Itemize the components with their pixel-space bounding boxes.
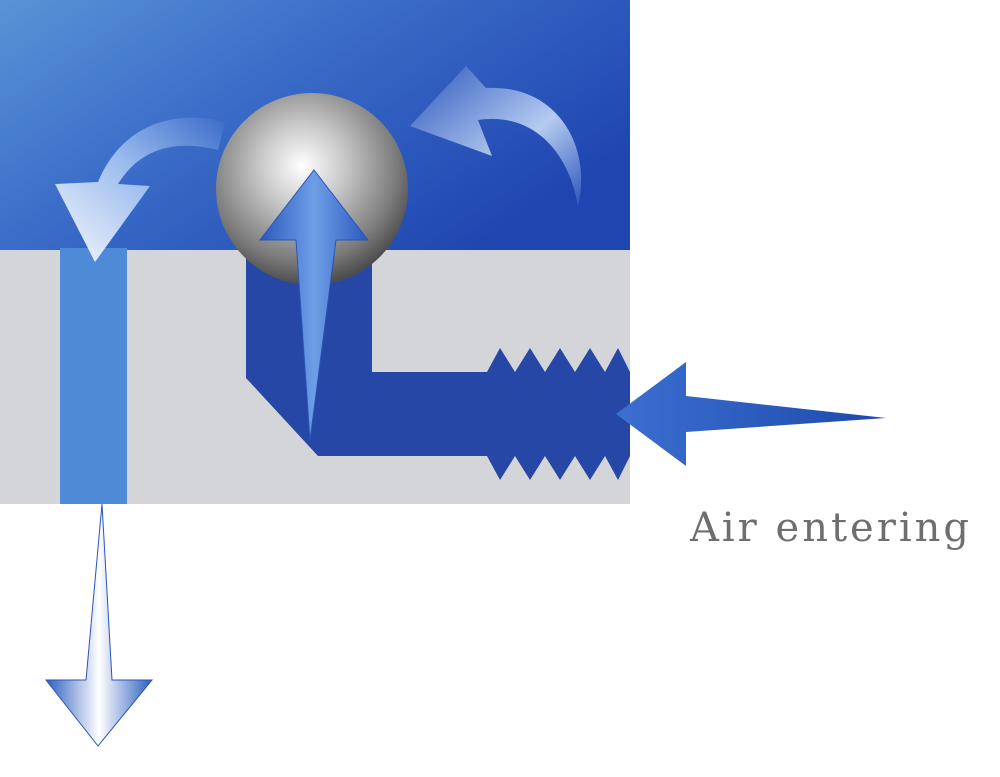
outlet-channel bbox=[60, 248, 127, 504]
air-entering-label: Air entering bbox=[690, 505, 972, 551]
up-flow-arrow bbox=[258, 169, 370, 441]
inlet-passage bbox=[246, 248, 630, 480]
curved-flow-arrow-right bbox=[410, 66, 582, 206]
curved-flow-arrow-left bbox=[55, 117, 225, 262]
outlet-arrow bbox=[44, 503, 154, 747]
inlet-arrow bbox=[616, 362, 886, 466]
